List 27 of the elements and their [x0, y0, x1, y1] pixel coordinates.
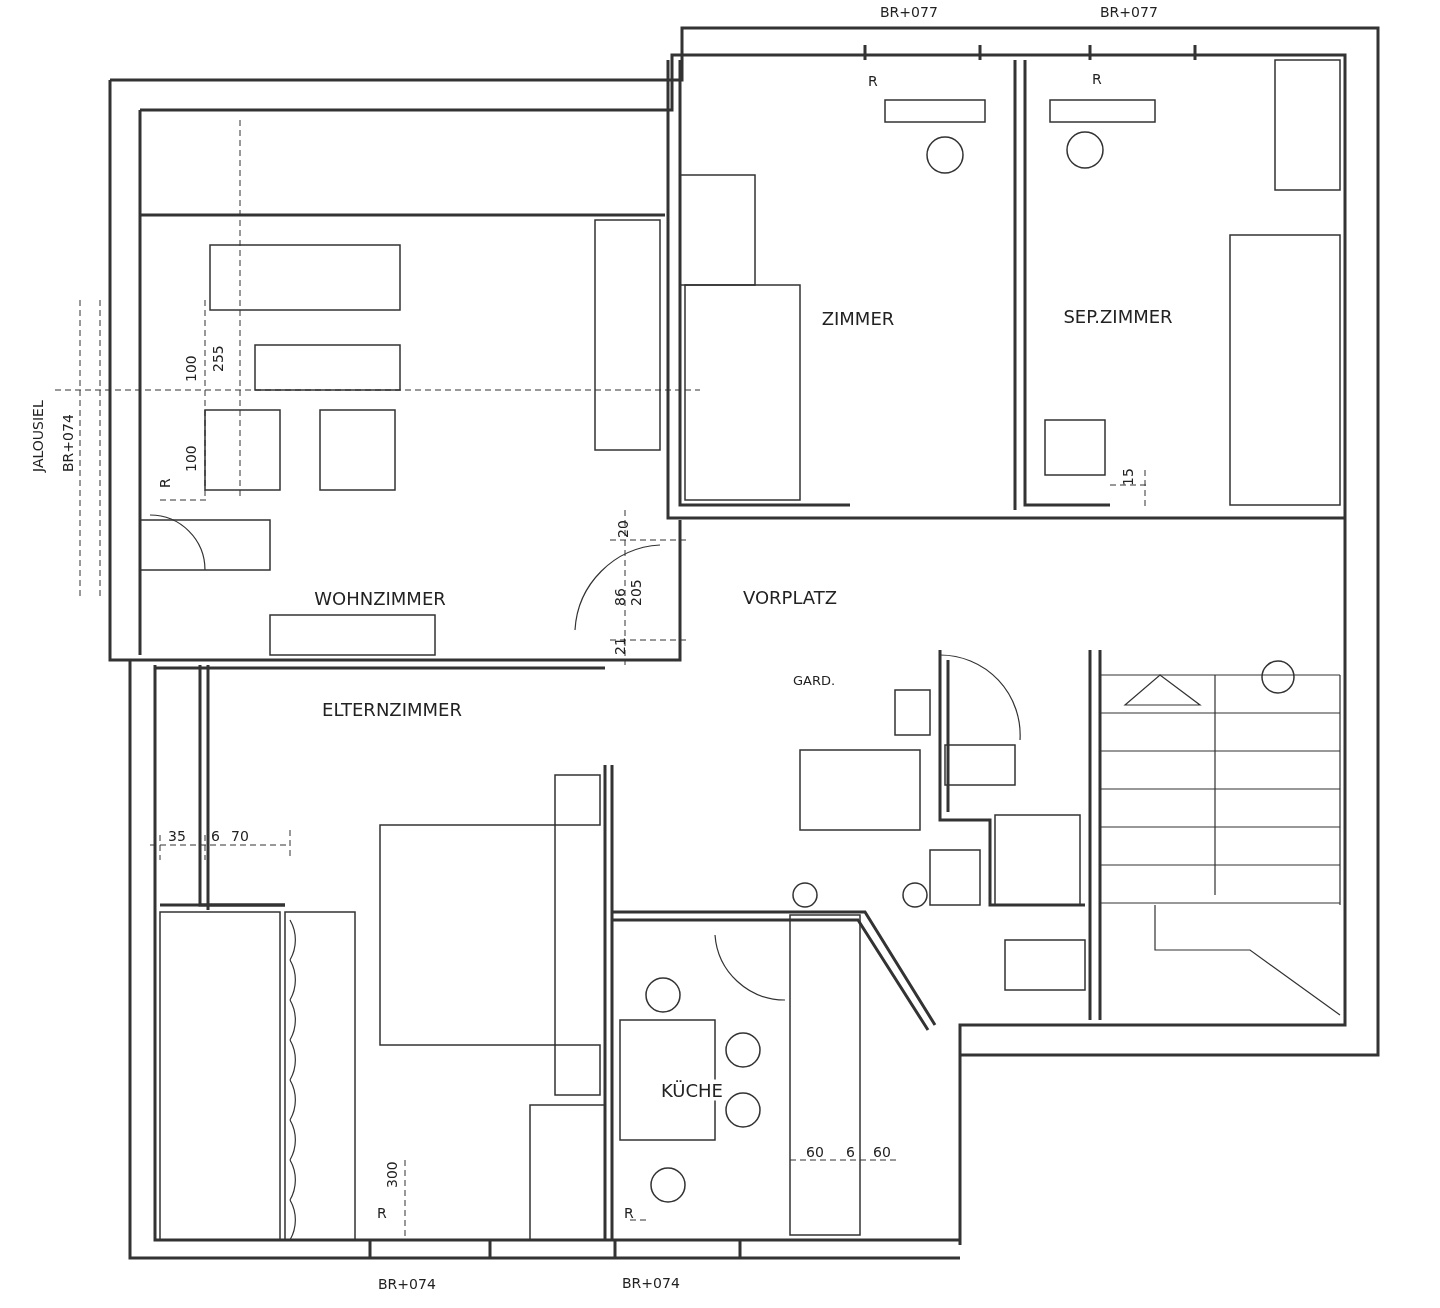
window-mark: R — [157, 478, 173, 488]
dimension-value: 100 — [183, 355, 199, 382]
window-height-label: BR+077 — [880, 4, 938, 20]
dimension-value: 20 — [615, 520, 631, 538]
window-height-label: BR+074 — [378, 1276, 436, 1292]
window-height-label: BR+074 — [622, 1275, 680, 1291]
dimension-value: 86 — [612, 588, 628, 606]
dimension-value: 100 — [183, 445, 199, 472]
dimension-value: 35 — [168, 828, 186, 844]
window-height-label: BR+077 — [1100, 4, 1158, 20]
dimension-value: 21 — [612, 637, 628, 655]
dimension-value: 300 — [384, 1161, 400, 1188]
dimension-value: 60 — [806, 1144, 824, 1160]
room-label: KÜCHE — [659, 1079, 725, 1101]
dimension-value: 6 — [846, 1144, 855, 1160]
dimension-value: 205 — [628, 579, 644, 606]
window-mark: R — [624, 1205, 634, 1221]
window-mark: R — [377, 1205, 387, 1221]
dimension-value: 255 — [210, 345, 226, 372]
dimension-value: 70 — [231, 828, 249, 844]
window-mark: R — [1092, 71, 1102, 87]
window-mark: R — [868, 73, 878, 89]
dimension-value: 60 — [873, 1144, 891, 1160]
annotation-text: JALOUSIEL — [30, 400, 46, 472]
dimension-value: 6 — [211, 828, 220, 844]
window-height-label: BR+074 — [60, 414, 76, 472]
dimension-value: 15 — [1120, 468, 1136, 486]
